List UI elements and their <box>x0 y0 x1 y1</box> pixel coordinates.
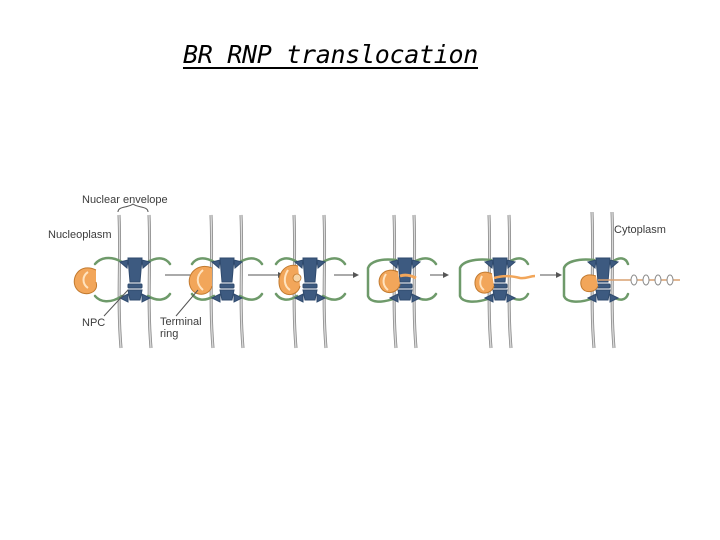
stage-6 <box>562 211 680 349</box>
stage-2 <box>188 214 284 349</box>
stage-4 <box>366 214 449 349</box>
label-ring: ring <box>160 328 178 340</box>
stage-arrow-head <box>556 272 562 278</box>
slide-title: BR RNP translocation <box>182 40 479 69</box>
nuclear-pore-complex <box>586 257 620 303</box>
stage-1 <box>73 214 201 349</box>
ribosomes <box>630 274 674 286</box>
npc-leader-line <box>103 289 129 317</box>
stage-arrow-head <box>443 272 449 278</box>
nuclear-pore-complex <box>118 257 152 303</box>
nuclear-pore-complex <box>293 257 327 303</box>
nuclear-pore-complex <box>483 257 517 303</box>
npc-fibrils <box>93 256 172 303</box>
rnp-particle <box>73 267 98 295</box>
nuclear-envelope-membrane <box>209 214 245 349</box>
rnp-particle <box>474 271 536 294</box>
label-nuclear-envelope: Nuclear envelope <box>82 194 168 206</box>
label-cytoplasm: Cytoplasm <box>614 224 666 236</box>
label-nucleoplasm: Nucleoplasm <box>48 229 112 241</box>
nuclear-envelope-brace <box>117 203 149 213</box>
stage-5 <box>458 214 562 349</box>
rnp-particle <box>278 264 302 295</box>
rnp-particle <box>188 266 213 295</box>
rnp-particle <box>378 269 417 293</box>
npc-fibrils <box>274 257 347 301</box>
label-npc: NPC <box>82 317 105 329</box>
label-terminal: Terminal <box>160 316 202 328</box>
nuclear-envelope-membrane <box>487 214 513 349</box>
stage-3 <box>274 214 359 349</box>
stage-arrow-head <box>353 272 359 278</box>
nuclear-pore-complex <box>210 257 244 303</box>
nuclear-envelope-membrane <box>117 214 153 349</box>
terminal-ring-leader-line <box>175 289 199 317</box>
rnp-particle <box>580 274 680 293</box>
